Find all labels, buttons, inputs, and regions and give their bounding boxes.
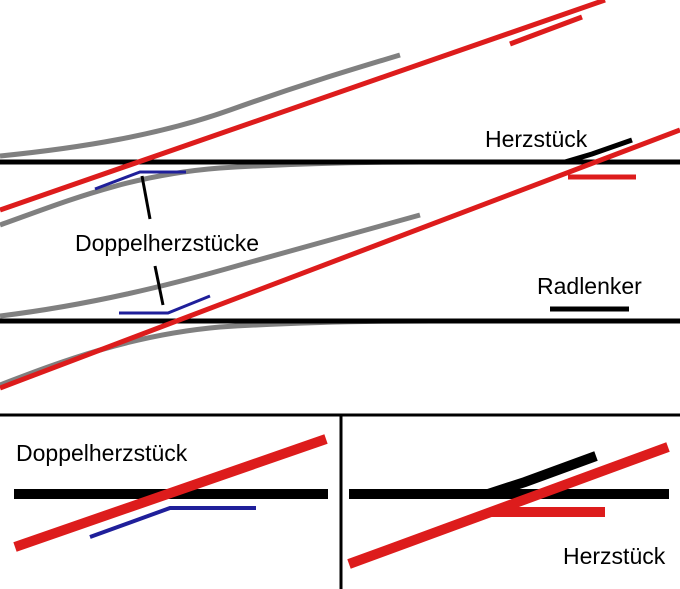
label-doppelherzstueck-inset: Doppelherzstück [16,440,188,466]
label-doppelherzstuecke: Doppelherzstücke [75,230,259,256]
pointer-line-lower [153,265,165,306]
red-rail-lower [0,127,680,391]
label-herzstueck-top: Herzstück [485,126,588,152]
blue-doppelherz-rail-upper [94,170,186,191]
herzstueck-wing-rail [564,137,633,165]
inset-left-red-rail [13,434,328,552]
inset-right-black-wing [486,451,598,499]
gray-curve-rail-lower-2 [0,318,431,388]
blue-doppelherz-rail-lower [119,294,211,315]
pointer-line-upper [140,175,152,220]
label-herzstueck-inset: Herzstück [563,543,666,569]
label-radlenker: Radlenker [537,273,642,299]
gray-curve-rail-upper [0,52,401,159]
inset-right-red-rail [347,442,670,569]
red-rail-upper [0,0,606,213]
red-rail-upper-short [509,14,583,47]
gray-curve-rail-mid [0,212,421,319]
inset-left-blue-rail [89,506,256,539]
gray-curve-rail-lower-1 [0,159,421,228]
